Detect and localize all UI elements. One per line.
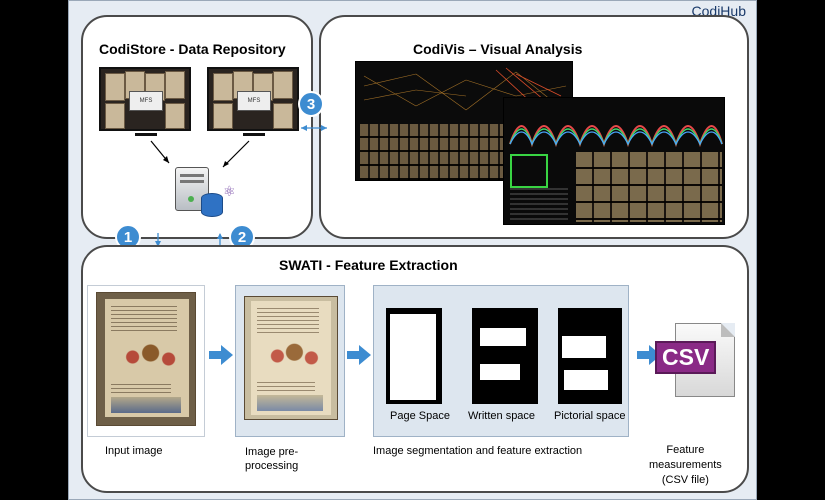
codihub-frame: CodiHub CodiStore - Data Repository MFS … bbox=[68, 0, 757, 500]
codistore-title: CodiStore - Data Repository bbox=[99, 41, 286, 57]
link-arrow-1 bbox=[155, 233, 161, 247]
database-icon bbox=[201, 193, 223, 217]
input-manuscript-image bbox=[96, 292, 196, 426]
pictorial-space-label: Pictorial space bbox=[554, 410, 626, 422]
page-space-mask bbox=[386, 308, 442, 404]
swati-panel: SWATI - Feature Extraction Input image bbox=[81, 245, 749, 493]
feature-histogram-view bbox=[503, 97, 725, 225]
flow-arrow-1 bbox=[209, 345, 233, 365]
badge-3: 3 bbox=[298, 91, 324, 117]
segmentation-box: Page Space Written space Pictorial space bbox=[373, 285, 629, 437]
feature-caption: Feature measurements (CSV file) bbox=[649, 444, 722, 486]
preprocessed-manuscript-image bbox=[244, 296, 338, 420]
monitor-right: MFS bbox=[207, 67, 299, 131]
codivis-title: CodiVis – Visual Analysis bbox=[413, 41, 583, 57]
csv-label: CSV bbox=[655, 341, 717, 374]
preprocessing-caption: Image pre- processing bbox=[245, 446, 299, 472]
server-icon bbox=[175, 167, 209, 211]
written-space-label: Written space bbox=[468, 410, 536, 422]
codivis-panel: CodiVis – Visual Analysis bbox=[319, 15, 749, 239]
atom-icon: ⚛ bbox=[223, 183, 236, 199]
page-space-label: Page Space bbox=[390, 410, 450, 422]
link-arrow-2 bbox=[217, 233, 223, 247]
input-image-caption: Input image bbox=[105, 445, 163, 457]
preprocessing-box bbox=[235, 285, 345, 437]
link-arrow-3 bbox=[301, 125, 327, 131]
pictorial-space-mask bbox=[558, 308, 622, 404]
monitor-left: MFS bbox=[99, 67, 191, 131]
input-image-box bbox=[87, 285, 205, 437]
codistore-panel: CodiStore - Data Repository MFS MFS bbox=[81, 15, 313, 239]
monitor-label: MFS bbox=[237, 91, 271, 111]
connector-arrows bbox=[150, 140, 250, 168]
flow-arrow-2 bbox=[347, 345, 371, 365]
written-space-mask bbox=[472, 308, 538, 404]
monitor-label: MFS bbox=[129, 91, 163, 111]
swati-title: SWATI - Feature Extraction bbox=[279, 257, 458, 273]
segmentation-caption: Image segmentation and feature extractio… bbox=[373, 445, 583, 457]
